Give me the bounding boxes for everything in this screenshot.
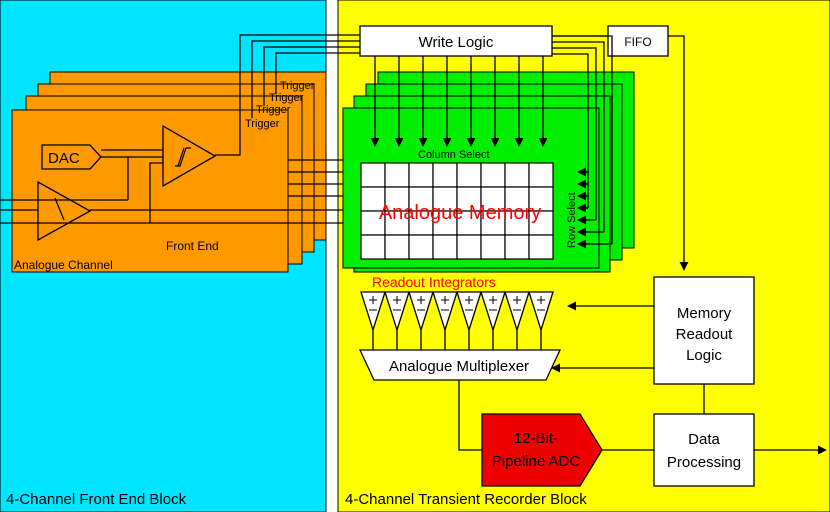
memory-cell	[408, 186, 434, 212]
analogue-channel-label: Analogue Channel	[14, 258, 113, 272]
write-logic-box	[359, 25, 553, 57]
memory-cell	[480, 234, 506, 260]
data-processing-line1: Data	[688, 431, 720, 448]
integrator-triangle	[504, 291, 530, 333]
readout-integrators	[360, 291, 554, 350]
stacked-trigger-label-2: Trigger	[269, 92, 304, 104]
memory-cell	[408, 234, 434, 260]
memory-cell	[456, 162, 482, 188]
memory-cell	[528, 234, 554, 260]
integrator-triangle	[432, 291, 458, 333]
memory-cell	[384, 162, 410, 188]
stacked-trigger-label-1: Trigger	[256, 104, 291, 116]
analogue-multiplexer-label: Analogue Multiplexer	[389, 358, 529, 375]
adc-label-line1: 12-Bit-	[514, 430, 558, 447]
row-select-arrows	[577, 167, 612, 249]
integrator-triangle	[456, 291, 482, 333]
integrator-triangle	[360, 291, 386, 333]
amplifier-triangle	[37, 180, 92, 242]
memory-readout-line1: Memory	[677, 305, 732, 322]
memory-cell	[504, 162, 530, 188]
column-select-label: Column Select	[418, 149, 490, 161]
memory-cell	[528, 162, 554, 188]
front-end-wiring	[0, 149, 343, 224]
memory-cell	[480, 162, 506, 188]
data-processing-line2: Processing	[667, 454, 741, 471]
fifo-to-readout-line	[668, 35, 689, 271]
integrator-triangle	[528, 291, 554, 333]
memory-readout-logic-box	[653, 276, 755, 385]
write-logic-label: Write Logic	[419, 34, 494, 51]
analogue-memory-label: Analogue Memory	[379, 202, 541, 224]
memory-grid	[360, 162, 554, 260]
memory-cell	[528, 210, 554, 236]
memory-cell	[432, 162, 458, 188]
readout-integrators-label: Readout Integrators	[372, 274, 496, 290]
dac-box	[41, 144, 102, 170]
adc-block	[481, 413, 603, 487]
memory-cell	[360, 234, 386, 260]
fifo-box	[607, 25, 669, 57]
column-select-arrows	[370, 56, 548, 147]
memory-cell	[432, 234, 458, 260]
fifo-label: FIFO	[624, 35, 651, 49]
front-end-label: Front End	[166, 239, 219, 253]
analogue-multiplexer	[358, 349, 562, 381]
memory-cell	[384, 186, 410, 212]
data-processing-box	[653, 413, 755, 487]
memory-cell	[360, 162, 386, 188]
adc-label-line2: Pipeline ADC	[492, 453, 581, 470]
trigger-label: Trigger	[245, 118, 280, 130]
memory-cell	[504, 234, 530, 260]
schmitt-symbol	[175, 147, 191, 167]
amplifier-slash	[54, 197, 65, 221]
integrator-triangle	[384, 291, 410, 333]
memory-cell	[384, 234, 410, 260]
memory-cell	[456, 234, 482, 260]
row-select-label: Row Select	[566, 192, 578, 248]
integrator-triangle	[480, 291, 506, 333]
memory-readout-line2: Readout	[676, 326, 734, 343]
integrator-triangle	[408, 291, 434, 333]
memory-readout-line3: Logic	[686, 347, 722, 364]
recorder-block-label: 4-Channel Transient Recorder Block	[345, 491, 587, 508]
mux-to-adc-line	[458, 380, 482, 451]
trigger-lines	[215, 34, 360, 156]
comparator-triangle	[162, 124, 217, 188]
front-end-block-label: 4-Channel Front End Block	[6, 491, 187, 508]
memory-cell	[408, 162, 434, 188]
dac-label: DAC	[48, 150, 80, 167]
stacked-trigger-label-3: Trigger	[280, 80, 315, 92]
